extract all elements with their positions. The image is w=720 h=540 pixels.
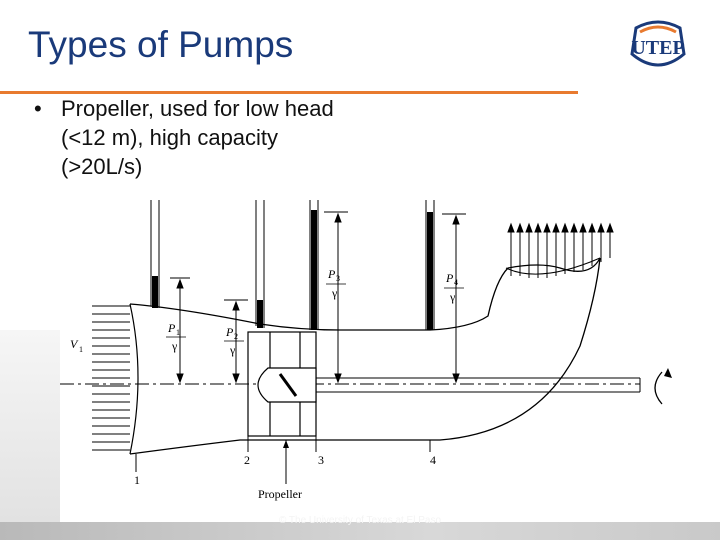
station-1-label: 1: [134, 473, 140, 487]
p4-subscript: 4: [454, 278, 458, 287]
bullet-text: Propeller, used for low head (<12 m), hi…: [61, 96, 334, 179]
p1-label: P: [167, 321, 176, 335]
background-decoration: [0, 330, 60, 522]
slide-title: Types of Pumps: [28, 24, 294, 65]
piezometer-tubes: [150, 200, 435, 330]
p4-gamma: γ: [449, 290, 456, 304]
outflow-arrows: [507, 222, 614, 278]
p2-label: P: [225, 325, 234, 339]
pump-body-upper: [129, 257, 601, 331]
p2-gamma: γ: [229, 343, 236, 357]
velocity-label: V: [70, 337, 79, 351]
rotation-arrow: [654, 371, 663, 405]
p3-gamma: γ: [331, 286, 338, 300]
p1-gamma: γ: [171, 339, 178, 353]
velocity-subscript: 1: [79, 345, 83, 354]
propeller-label: Propeller: [258, 487, 302, 501]
pump-body-lower: [129, 257, 601, 455]
p3-subscript: 3: [336, 274, 340, 283]
footer-bar: [0, 522, 720, 540]
shaft: [316, 377, 641, 393]
propeller-blade: [278, 373, 298, 397]
utep-logo: UTEP: [630, 20, 686, 67]
p2-subscript: 2: [234, 332, 238, 341]
station-2-label: 2: [244, 453, 250, 467]
logo-text: UTEP: [631, 37, 684, 59]
propeller-pump-diagram: V 1 P 1 γ P 2 γ P 3 γ P 4 γ 1 2 3 4 Prop…: [60, 200, 672, 501]
station-markers: [135, 436, 431, 472]
inflow-arrows: [92, 305, 130, 451]
rotation-arrowhead: [664, 368, 672, 378]
station-4-label: 4: [430, 453, 436, 467]
bullet-marker: •: [34, 96, 42, 121]
propeller-pointer-head: [283, 440, 289, 448]
title-divider: [0, 91, 578, 94]
p4-label: P: [445, 271, 454, 285]
station-3-label: 3: [318, 453, 324, 467]
inlet-velocity-profile: [129, 303, 139, 455]
footer-copyright: © The University of Texas at El Paso: [278, 515, 442, 526]
p3-label: P: [327, 267, 336, 281]
p1-subscript: 1: [176, 328, 180, 337]
